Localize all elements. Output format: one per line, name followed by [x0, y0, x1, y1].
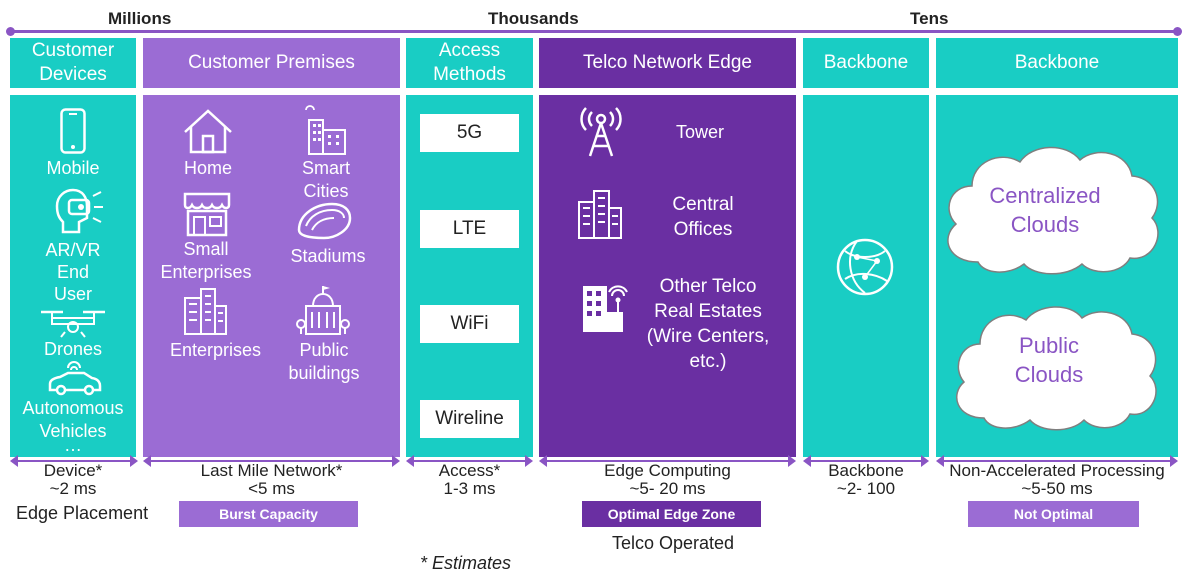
- label-drones: Drones: [43, 339, 103, 359]
- span-arrow-edge: [543, 460, 792, 462]
- access-lte: LTE: [420, 210, 519, 248]
- latency-device: Device* ~2 ms: [43, 461, 103, 498]
- badge-not-optimal: Not Optimal: [968, 501, 1139, 527]
- span-arrow-non-accelerated: [940, 460, 1174, 462]
- span-arrow-backbone-left-head: [803, 455, 811, 467]
- column-telco-network-edge: [539, 95, 796, 457]
- drone-icon: [39, 308, 107, 338]
- stadium-icon: [296, 200, 352, 240]
- label-central-offices: Central Offices: [672, 194, 734, 240]
- span-arrow-backbone-right-head: [921, 455, 929, 467]
- smart-city-icon: [303, 105, 349, 156]
- header-access-methods: Access Methods: [406, 38, 533, 88]
- label-tower: Tower: [675, 122, 724, 142]
- label-arvr-end-user: AR/VR End User: [45, 240, 101, 304]
- span-arrow-access-left-head: [406, 455, 414, 467]
- span-arrow-device: [14, 460, 132, 462]
- public-cloud-icon: [948, 300, 1164, 434]
- label-telco-operated: Telco Operated: [612, 533, 735, 553]
- mobile-phone-icon: [60, 108, 86, 154]
- badge-burst-capacity: Burst Capacity: [179, 501, 358, 527]
- centralized-cloud-icon: [938, 140, 1166, 278]
- label-other-telco-real-estates: Other Telco Real Estates (Wire Centers, …: [646, 276, 770, 372]
- telco-real-estate-icon: [580, 282, 628, 334]
- latency-backbone: Backbone ~2- 100: [828, 461, 904, 498]
- label-home: Home: [183, 158, 232, 178]
- label-public-buildings: Public buildings: [288, 340, 360, 383]
- header-backbone-1: Backbone: [803, 38, 929, 88]
- badge-optimal-edge-zone: Optimal Edge Zone: [582, 501, 761, 527]
- span-arrow-edge-right-head: [788, 455, 796, 467]
- latency-last-mile: Last Mile Network* <5 ms: [200, 461, 343, 498]
- column-access-methods: [406, 95, 533, 457]
- label-public-clouds: Public Clouds: [1014, 333, 1084, 387]
- scale-line: [10, 30, 1178, 33]
- header-backbone-2: Backbone: [936, 38, 1178, 88]
- scale-tens: Tens: [910, 9, 949, 28]
- label-mobile: Mobile: [46, 158, 100, 178]
- span-arrow-access-right-head: [525, 455, 533, 467]
- header-customer-premises: Customer Premises: [143, 38, 400, 88]
- label-estimates-note: * Estimates: [420, 553, 512, 573]
- span-arrow-last-mile: [147, 460, 396, 462]
- globe-network-icon: [835, 237, 895, 297]
- label-autonomous-vehicles: Autonomous Vehicles: [22, 398, 124, 441]
- label-enterprises: Enterprises: [169, 340, 262, 360]
- latency-non-accelerated: Non-Accelerated Processing ~5-50 ms: [949, 461, 1165, 498]
- scale-line-start-dot: [6, 27, 15, 36]
- vr-headset-icon: [51, 188, 105, 234]
- latency-access: Access* 1-3 ms: [438, 461, 501, 498]
- column-customer-premises: [143, 95, 400, 457]
- scale-thousands: Thousands: [488, 9, 579, 28]
- span-arrow-edge-left-head: [539, 455, 547, 467]
- span-arrow-non-accelerated-right-head: [1170, 455, 1178, 467]
- span-arrow-backbone: [807, 460, 925, 462]
- label-small-enterprises: Small Enterprises: [160, 239, 252, 282]
- access-wifi: WiFi: [420, 305, 519, 343]
- span-arrow-device-right-head: [130, 455, 138, 467]
- home-icon: [182, 108, 234, 154]
- label-more-devices: …: [64, 435, 82, 455]
- central-office-building-icon: [576, 188, 624, 240]
- scale-line-end-dot: [1173, 27, 1182, 36]
- span-arrow-last-mile-left-head: [143, 455, 151, 467]
- column-customer-devices: [10, 95, 136, 457]
- latency-edge-computing: Edge Computing ~5- 20 ms: [604, 461, 731, 498]
- span-arrow-access: [410, 460, 529, 462]
- span-arrow-device-left-head: [10, 455, 18, 467]
- header-telco-network-edge: Telco Network Edge: [539, 38, 796, 88]
- access-5g: 5G: [420, 114, 519, 152]
- public-building-icon: [296, 284, 350, 336]
- label-edge-placement: Edge Placement: [16, 503, 149, 523]
- label-centralized-clouds: Centralized Clouds: [989, 183, 1101, 237]
- span-arrow-non-accelerated-left-head: [936, 455, 944, 467]
- header-customer-devices: Customer Devices: [10, 38, 136, 88]
- span-arrow-last-mile-right-head: [392, 455, 400, 467]
- cell-tower-icon: [578, 104, 624, 158]
- access-wireline: Wireline: [420, 400, 519, 438]
- small-enterprise-store-icon: [182, 191, 232, 237]
- scale-millions: Millions: [108, 9, 172, 28]
- label-smart-cities: Smart Cities: [301, 158, 350, 201]
- autonomous-car-icon: [46, 360, 102, 396]
- enterprise-building-icon: [181, 286, 229, 336]
- label-stadiums: Stadiums: [290, 246, 366, 266]
